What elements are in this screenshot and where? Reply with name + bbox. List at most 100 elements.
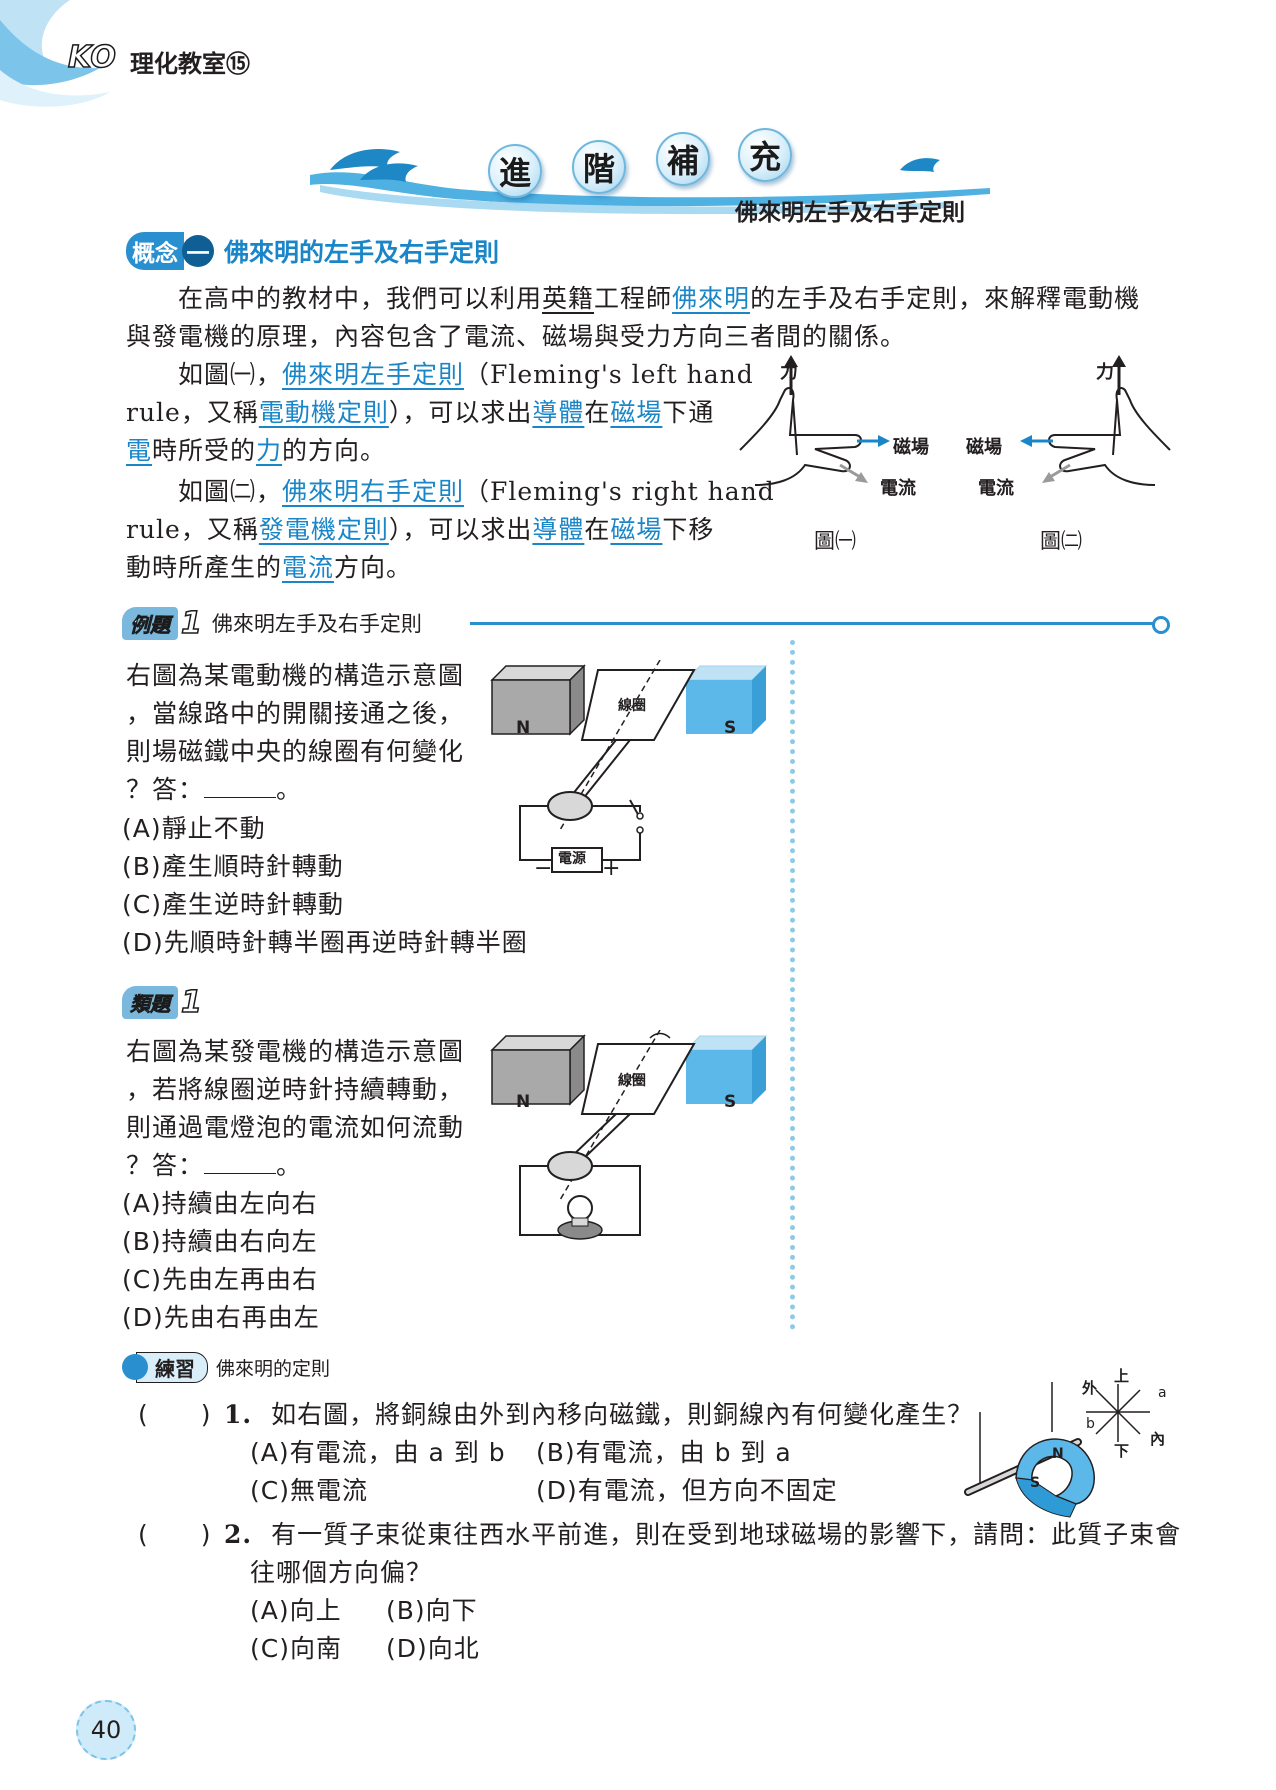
q1-option-d: (D)有電流，但方向不固定	[536, 1476, 838, 1505]
dir-a-label: a	[1158, 1385, 1167, 1401]
concept-heading: 概念 一 佛來明的左手及右手定則	[126, 232, 499, 270]
magnet-s	[686, 680, 752, 734]
exercise-heading: 類題 1	[122, 983, 203, 1021]
dir-up-label: 上	[1114, 1367, 1130, 1385]
practice-badge: 練習	[136, 1351, 208, 1383]
right-hand-drawing	[1020, 355, 1171, 486]
volume-number: ⑮	[226, 50, 250, 78]
example-title: 佛來明左手及右手定則	[211, 612, 422, 636]
generator-coil-label: 線圈	[618, 1073, 646, 1089]
coil	[580, 669, 696, 741]
example-option-c: (C)產生逆時針轉動	[122, 890, 344, 919]
banner-char-2: 階	[572, 140, 626, 194]
intro-paragraph-2: 如圖㈠，佛來明左手定則（Fleming's left hand rule，又稱電…	[126, 360, 754, 465]
q2-option-a: (A)向上	[250, 1596, 342, 1625]
dir-in-label: 內	[1150, 1430, 1166, 1448]
dir-b-label: b	[1086, 1416, 1095, 1432]
example-badge: 例題	[122, 606, 178, 640]
right-current-label: 電流	[978, 478, 1014, 499]
exercise-badge: 類題	[122, 985, 178, 1019]
q2-option-b: (B)向下	[386, 1596, 478, 1625]
practice-bullet-icon	[122, 1354, 148, 1380]
figure-caption-2: 圖㈡	[1040, 529, 1082, 553]
banner-char-1: 進	[488, 144, 542, 198]
example-rule-line	[470, 622, 1160, 625]
motor-figure	[490, 660, 768, 873]
exercise-option-c: (C)先由左再由右	[122, 1265, 318, 1294]
practice-heading: 練習 佛來明的定則	[122, 1351, 331, 1383]
exercise-options: (A)持續由左向右 (B)持續由右向左 (C)先由左再由右 (D)先由右再由左	[122, 1185, 320, 1337]
concept-number: 一	[182, 235, 214, 267]
example-options: (A)靜止不動 (B)產生順時針轉動 (C)產生逆時針轉動 (D)先順時針轉半圈…	[122, 810, 528, 962]
example-number: 1	[180, 605, 202, 642]
exercise-answer-blank	[204, 1151, 277, 1174]
practice-title: 佛來明的定則	[216, 1357, 331, 1380]
column-divider	[790, 640, 795, 1330]
example-heading: 例題 1 佛來明左手及右手定則	[122, 605, 422, 641]
intro-paragraph-3: 如圖㈡，佛來明右手定則（Fleming's right hand rule，又稱…	[126, 477, 775, 582]
hand-rules-figure	[739, 355, 1171, 486]
magnet-n	[491, 679, 571, 735]
left-current-arrow	[839, 463, 861, 479]
magnet-s	[686, 1050, 752, 1104]
example-option-a: (A)靜止不動	[122, 814, 266, 843]
q1-option-b: (B)有電流，由 b 到 a	[536, 1438, 792, 1467]
q1-answer-paren: ( )	[138, 1400, 212, 1429]
light-bulb-icon	[567, 1195, 593, 1221]
left-hand-drawing	[739, 387, 862, 486]
magnet-n	[491, 1049, 571, 1105]
banner-wave-dolphin	[310, 149, 990, 215]
coil	[580, 1043, 696, 1115]
example-answer-blank	[204, 775, 277, 798]
motor-coil-label: 線圈	[618, 698, 646, 714]
right-field-label: 磁場	[966, 437, 1002, 458]
motor-minus-label: −	[534, 856, 553, 881]
q1-option-c: (C)無電流	[250, 1476, 368, 1505]
dir-down-label: 下	[1114, 1442, 1130, 1460]
generator-n-label: N	[516, 1092, 531, 1112]
concept-badge: 概念	[126, 232, 184, 270]
exercise-option-d: (D)先由右再由左	[122, 1303, 320, 1332]
page-number: 40	[76, 1700, 136, 1760]
header-wave-decoration	[0, 0, 110, 107]
power-source	[551, 847, 603, 873]
concept-title: 佛來明的左手及右手定則	[224, 238, 500, 267]
motor-n-label: N	[516, 718, 531, 738]
intro-paragraph-1: 在高中的教材中，我們可以利用英籍工程師佛來明的左手及右手定則，來解釋電動機 與發…	[126, 284, 1141, 351]
left-current-label: 電流	[880, 478, 916, 499]
copper-wire-magnet-figure	[964, 1382, 1150, 1518]
dir-out-label: 外	[1082, 1379, 1098, 1397]
brand-logo: KO	[67, 39, 117, 76]
practice-magnet-n-label: N	[1052, 1446, 1064, 1462]
example-question: 右圖為某電動機的構造示意圖 ，當線路中的開關接通之後， 則場磁鐵中央的線圈有何變…	[126, 661, 465, 804]
exercise-question: 右圖為某發電機的構造示意圖 ，若將線圈逆時針持續轉動， 則通過電燈泡的電流如何流…	[126, 1037, 465, 1180]
left-force-label: 力	[780, 362, 798, 383]
q2-answer-paren: ( )	[138, 1520, 212, 1549]
example-option-d: (D)先順時針轉半圈再逆時針轉半圈	[122, 928, 528, 957]
q2-option-d: (D)向北	[386, 1634, 480, 1663]
rotation-arrow-icon	[649, 1032, 671, 1039]
banner-char-4: 充	[738, 128, 792, 182]
commutator	[547, 791, 593, 821]
generator-s-label: S	[724, 1092, 737, 1112]
practice-magnet-s-label: S	[1030, 1475, 1041, 1491]
slip-ring	[547, 1151, 593, 1181]
example-option-b: (B)產生順時針轉動	[122, 852, 344, 881]
horseshoe-magnet	[1015, 1438, 1095, 1505]
book-title: 理化教室⑮	[130, 50, 250, 78]
motor-power-label: 電源	[558, 851, 586, 867]
figure-caption-1: 圖㈠	[814, 529, 856, 553]
banner-subtitle: 佛來明左手及右手定則	[735, 200, 965, 226]
practice-question-1: ( )1. 如右圖，將銅線由外到內移向磁鐵，則銅線內有何變化產生？ (A)有電流…	[138, 1396, 1138, 1510]
exercise-option-a: (A)持續由左向右	[122, 1189, 318, 1218]
practice-question-2: ( )2. 有一質子束從東往西水平前進，則在受到地球磁場的影響下，請問：此質子束…	[138, 1516, 1180, 1668]
motor-s-label: S	[724, 718, 737, 738]
banner-char-3: 補	[656, 132, 710, 186]
example-rule-end	[1152, 616, 1170, 634]
q1-option-a: (A)有電流，由 a 到 b	[250, 1438, 506, 1467]
q2-option-c: (C)向南	[250, 1634, 342, 1663]
generator-figure	[490, 1030, 768, 1240]
exercise-option-b: (B)持續由右向左	[122, 1227, 318, 1256]
left-field-label: 磁場	[893, 437, 929, 458]
motor-plus-label: +	[602, 856, 621, 881]
